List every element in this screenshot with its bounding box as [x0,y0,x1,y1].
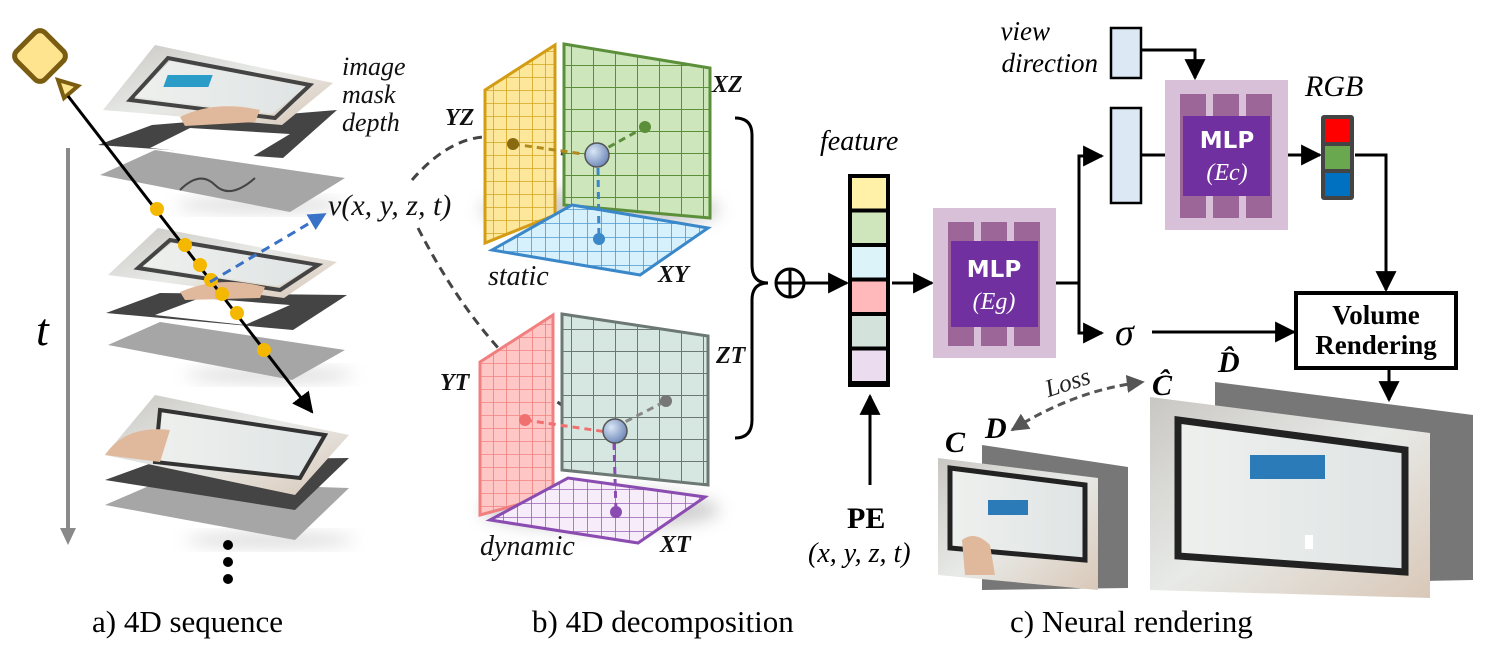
gt-color-image [938,458,1098,590]
concat-icon [774,267,806,299]
label-dynamic: dynamic [480,531,575,562]
feature-cell [852,350,886,381]
sample-point [215,287,229,301]
depth-map [108,322,345,380]
feature-label: feature [820,126,898,157]
view-direction-label-2: direction [1002,48,1098,78]
predicted-color-image [1150,397,1430,598]
query-curve-dynamic [416,227,602,430]
camera-ray [66,95,314,414]
dynamic-planes [478,312,720,545]
feature-cell [852,247,886,278]
loss-arrow [1010,374,1145,432]
caption-a: a) 4D sequence [92,604,283,639]
panel-neural-rendering: feature PE (x, y, z, t) MLP (Eg) view di… [734,16,1473,639]
panel-4d-decomposition: YZ XZ XY static YT ZT XT dynamic b) 4D d… [410,42,794,639]
ellipsis-dots [223,540,233,584]
pred-color-label: Ĉ [1152,369,1173,402]
static-planes [480,42,720,277]
eg-to-color-branch [1056,145,1105,285]
caption-c: c) Neural rendering [1010,604,1253,639]
frame-stack-2 [106,228,355,381]
feature-cell [852,281,886,312]
label-xy: XY [657,262,691,288]
rgb-label: RGB [1304,70,1363,103]
depth-map [100,150,345,212]
geometry-feature-vector [1109,106,1143,205]
volume-rendering-label-1: Volume [1332,300,1420,330]
query-point-dynamic [602,418,628,444]
view-dir-to-mlp-arrow [1141,48,1206,81]
time-axis-arrowhead [60,528,76,545]
loss-label: Loss [1041,363,1094,403]
point-query-arrow [209,212,327,284]
frame-stack-1 [98,45,345,212]
rgb-cell [1325,146,1350,169]
label-depth: depth [342,108,400,137]
feature-cell [852,178,886,209]
sample-point [257,343,271,357]
gt-color-label: C [945,426,966,459]
feature-cell [852,212,886,243]
rgb-to-volume-arrow [1355,153,1397,293]
label-zt: ZT [715,343,747,369]
ray-sample-points [150,202,271,357]
rgb-cell [1325,173,1350,196]
eg-to-sigma-branch [1077,283,1105,344]
view-direction-vector [1109,26,1143,80]
label-image: image [342,52,406,81]
query-point-static [584,142,610,168]
volume-rendering-box [1294,291,1458,370]
label-static: static [488,261,549,292]
view-direction-label-1: view [1001,16,1050,46]
label-yt: YT [440,370,471,396]
mlp-geometry-block: MLP (Eg) [933,208,1056,358]
mlp-geometry-title: MLP [967,257,1021,283]
mlp-geometry-sub: (Eg) [973,289,1016,315]
feature-vector [848,174,890,387]
stack-labels: image mask depth [342,52,406,137]
label-mask: mask [342,80,396,109]
sample-point [150,202,164,216]
time-label: t [36,304,50,355]
volume-rendering-label-2: Rendering [1315,330,1437,360]
sample-point [193,258,207,272]
label-xt: XT [659,532,692,558]
pe-label: PE [847,502,885,535]
pred-depth-label: D̂ [1217,346,1240,379]
mlp-color-title: MLP [1200,128,1254,154]
point-v: v [328,189,342,222]
mlp-color-block: MLP (Ec) [1165,80,1288,230]
sample-point [178,238,192,252]
gt-depth-label: D [984,412,1007,445]
label-yz: YZ [445,105,475,131]
label-xz: XZ [711,72,743,98]
panel-4d-sequence: t [12,28,451,639]
merge-brace [734,116,769,440]
camera-icon [12,28,83,102]
caption-b: b) 4D decomposition [532,604,794,639]
sample-point [230,306,244,320]
sigma-label: σ [1115,312,1135,354]
plane-xz [562,42,712,220]
rgb-vector [1321,115,1354,200]
plane-zt [560,312,710,487]
point-coords: (x, y, z, t) [341,189,451,222]
frame-stack-3 [105,395,355,546]
mlp-color-sub: (Ec) [1206,160,1247,186]
point-label: v(x, y, z, t) [328,189,451,222]
pe-coords: (x, y, z, t) [808,538,911,569]
plane-yt [478,312,555,517]
plane-xt [485,476,710,545]
rgb-cell [1325,119,1350,142]
feature-cell [852,316,886,347]
